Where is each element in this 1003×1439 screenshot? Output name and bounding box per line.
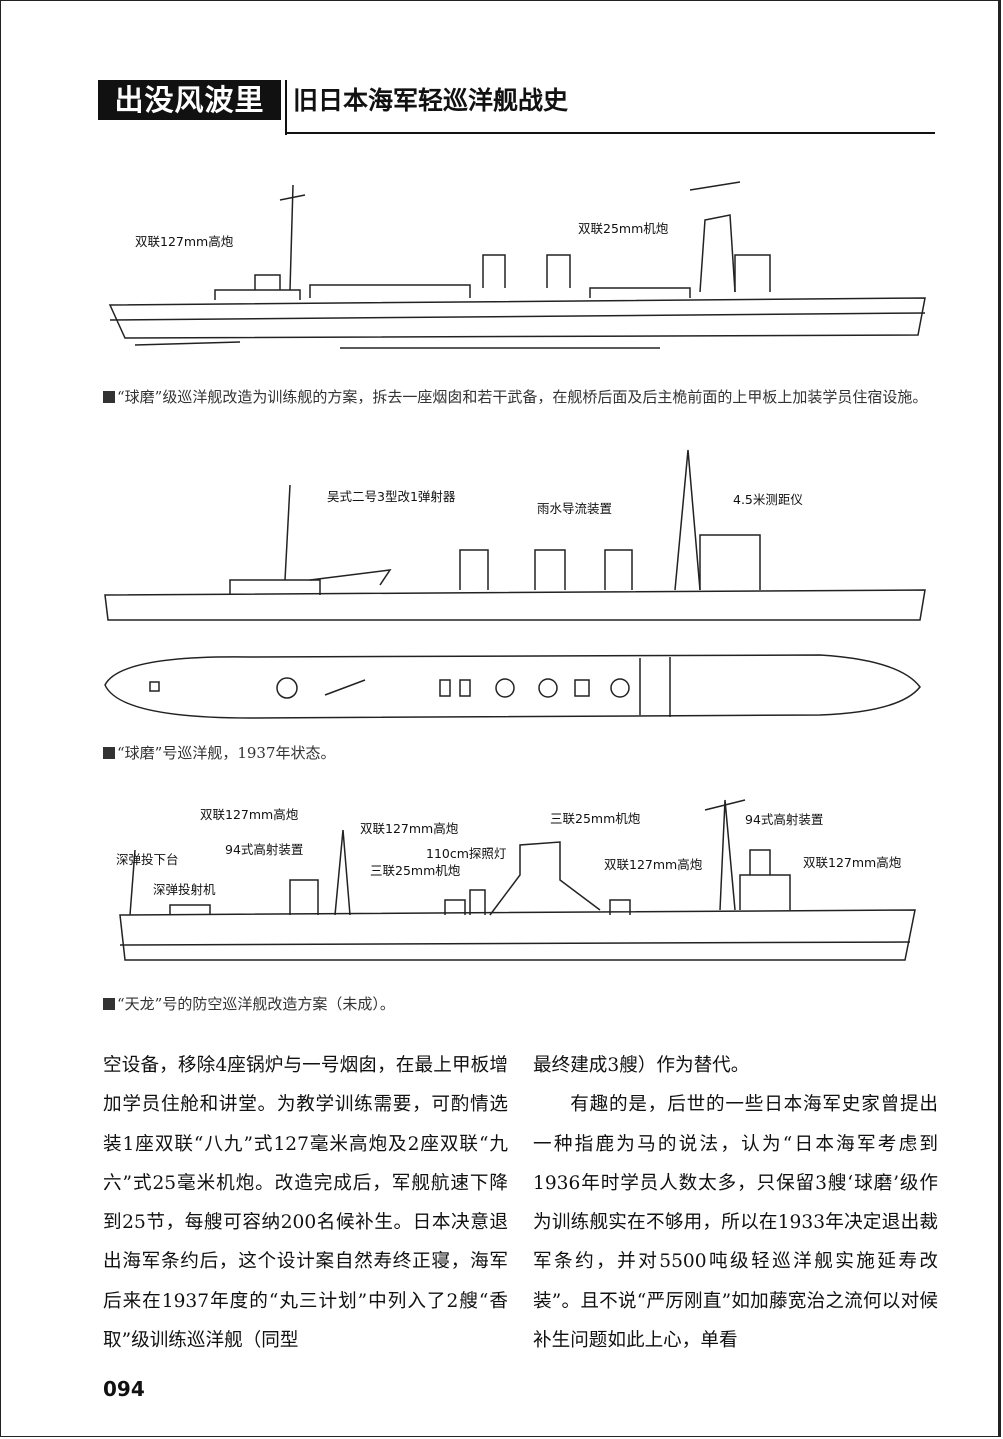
label-triple-25mm-aft: 三联25mm机炮 [370,863,461,878]
body-column-left: 空设备，移除4座锅炉与一号烟囱，在最上甲板增加学员住舱和讲堂。为教学训练需要，可… [103,1046,508,1360]
body-paragraph: 有趣的是，后世的一些日本海军史家曾提出一种指鹿为马的说法，认为“日本海军考虑到1… [533,1094,938,1352]
book-title: 旧日本海军轻巡洋舰战史 [293,86,569,115]
ship-drawing-tenryu-aa-conversion [119,799,916,961]
caption-bullet [103,391,115,403]
series-title: 出没风波里 [98,80,281,120]
label-twin-127mm: 双联127mm高炮 [135,234,234,249]
caption-bullet [103,998,115,1010]
label-rangefinder: 4.5米测距仪 [733,492,803,507]
label-twin-127mm-bridge: 双联127mm高炮 [604,857,703,872]
label-twin-25mm: 双联25mm机炮 [578,221,669,236]
label-twin-127mm-mid: 双联127mm高炮 [360,821,459,836]
caption-bullet [103,747,115,759]
label-depth-charge-thrower: 深弹投射机 [153,882,216,897]
label-twin-127mm-fwd: 双联127mm高炮 [200,807,299,822]
body-paragraph: 空设备，移除4座锅炉与一号烟囱，在最上甲板增加学员住舱和讲堂。为教学训练需要，可… [103,1055,508,1352]
body-paragraph: 最终建成3艘）作为替代。 [533,1055,750,1076]
label-rain-deflector: 雨水导流装置 [537,501,613,516]
label-catapult: 吴式二号3型改1弹射器 [327,489,456,504]
label-triple-25mm-fwd: 三联25mm机炮 [550,811,641,826]
label-twin-127mm-bow: 双联127mm高炮 [803,855,902,870]
figure3-caption: “天龙”号的防空巡洋舰改造方案（未成）。 [103,991,938,1017]
label-type94-fc-fwd: 94式高射装置 [745,812,824,827]
ship-drawing-kuma-1937-side [104,449,926,719]
header-divider [285,80,287,135]
figure2-caption: “球磨”号巡洋舰，1937年状态。 [103,740,938,766]
caption-text: “球磨”号巡洋舰，1937年状态。 [117,744,336,762]
body-column-right: 最终建成3艘）作为替代。 有趣的是，后世的一些日本海军史家曾提出一种指鹿为马的说… [533,1046,938,1360]
label-type94-fc-aft: 94式高射装置 [225,842,304,857]
label-searchlight: 110cm探照灯 [426,846,507,861]
header-rule [285,132,935,134]
caption-text: “天龙”号的防空巡洋舰改造方案（未成）。 [117,995,395,1013]
ship-drawing-kuma-training [108,181,926,349]
page-number: 094 [103,1377,145,1401]
label-depth-charge-rack: 深弹投下台 [116,852,179,867]
figure1-caption: “球磨”级巡洋舰改造为训练舰的方案，拆去一座烟囱和若干武备，在舰桥后面及后主桅前… [103,384,938,410]
caption-text: “球磨”级巡洋舰改造为训练舰的方案，拆去一座烟囱和若干武备，在舰桥后面及后主桅前… [117,388,928,406]
